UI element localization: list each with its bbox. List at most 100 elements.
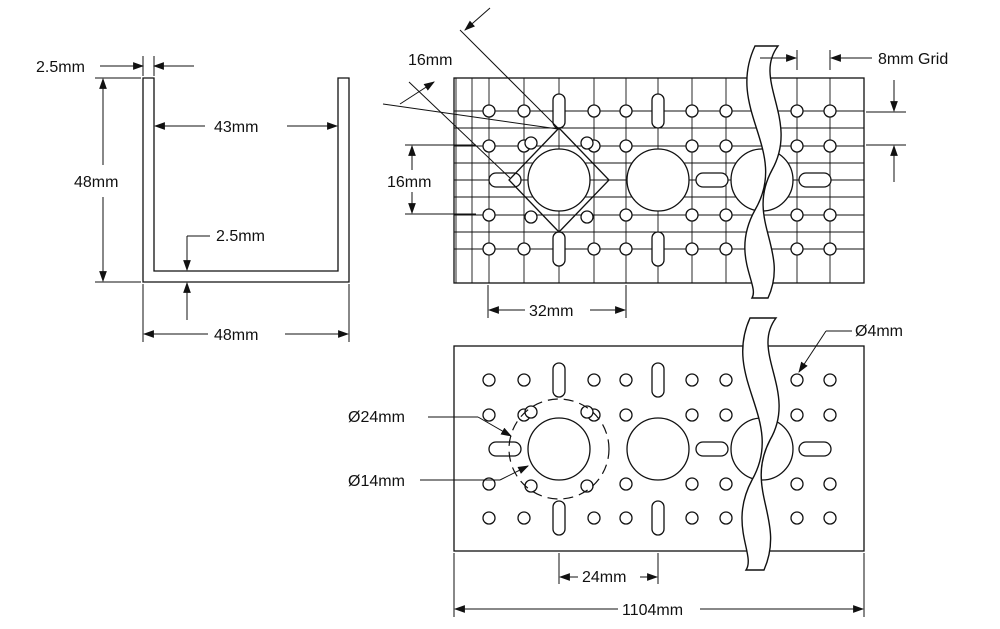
small-hole [619, 511, 633, 525]
small-hole [517, 511, 531, 525]
u-channel-profile [142, 77, 350, 283]
vertical-slot [552, 93, 566, 129]
hole-4-label: Ø4mm [855, 323, 903, 340]
small-hole [580, 136, 594, 150]
hole-4-leader [798, 330, 827, 373]
small-hole [823, 139, 837, 153]
break-symbol-top [744, 45, 782, 299]
small-hole [823, 511, 837, 525]
small-hole [719, 511, 733, 525]
small-hole [823, 208, 837, 222]
horizontal-slot [798, 441, 832, 457]
large-hole [626, 417, 690, 481]
small-hole [587, 242, 601, 256]
small-hole [482, 511, 496, 525]
small-hole [790, 104, 804, 118]
small-hole [719, 104, 733, 118]
vertical-slot [651, 362, 665, 398]
small-hole [619, 373, 633, 387]
horizontal-slot [695, 441, 729, 457]
length-label: 1104mm [622, 602, 683, 619]
small-hole [587, 373, 601, 387]
diag-16-left-label: 16mm [387, 174, 431, 191]
small-hole [619, 139, 633, 153]
vertical-slot [552, 231, 566, 267]
small-hole [790, 477, 804, 491]
small-hole [685, 104, 699, 118]
small-hole [482, 139, 496, 153]
small-hole [619, 208, 633, 222]
small-hole [685, 242, 699, 256]
height-label: 48mm [74, 174, 118, 191]
break-symbol-bottom [741, 317, 780, 571]
small-hole [517, 104, 531, 118]
small-hole [790, 511, 804, 525]
spacing-24-label: 24mm [582, 569, 626, 586]
diag-16-ext-a [408, 81, 511, 179]
small-hole [482, 242, 496, 256]
small-hole [790, 208, 804, 222]
grid-holes [482, 93, 837, 267]
small-hole [823, 477, 837, 491]
hole-24-leader [477, 416, 512, 437]
small-hole [823, 408, 837, 422]
hole-pattern-view: Ø4mm Ø24mm Ø14mm 24mm 1104mm [348, 317, 903, 619]
hole-24-label: Ø24mm [348, 409, 405, 426]
outer-width-label: 48mm [214, 327, 258, 344]
channel-cross-section: 2.5mm 48mm 43mm 2.5mm 48mm [36, 56, 350, 344]
diag-16-top-label: 16mm [408, 52, 452, 69]
inner-width-label: 43mm [214, 119, 258, 136]
small-hole [685, 373, 699, 387]
diag-16-arrow-b [464, 7, 491, 31]
small-hole [823, 242, 837, 256]
diag-16-ext-b [459, 29, 559, 129]
small-hole [685, 477, 699, 491]
small-hole [685, 139, 699, 153]
small-hole [482, 208, 496, 222]
small-hole [524, 479, 538, 493]
vertical-slot [651, 500, 665, 536]
wall-thickness-label: 2.5mm [36, 59, 85, 76]
hole-14-label: Ø14mm [348, 473, 405, 490]
grid-layout-view: 16mm 16mm 8mm Grid 32mm [382, 7, 948, 320]
small-hole [719, 373, 733, 387]
small-hole [482, 408, 496, 422]
small-hole [790, 408, 804, 422]
spacing-32-label: 32mm [529, 303, 573, 320]
vertical-slot [651, 93, 665, 129]
base-thickness-label: 2.5mm [216, 228, 265, 245]
horizontal-slot [695, 172, 729, 188]
hole-plate-outline [453, 345, 865, 552]
small-hole [685, 408, 699, 422]
small-hole [517, 242, 531, 256]
small-hole [719, 477, 733, 491]
hub-hole [527, 148, 591, 212]
small-hole [619, 242, 633, 256]
small-hole [719, 139, 733, 153]
plate-holes [482, 362, 837, 536]
small-hole [619, 477, 633, 491]
small-hole [790, 139, 804, 153]
small-hole [823, 373, 837, 387]
bolt-circle-24 [508, 398, 610, 500]
small-hole [685, 208, 699, 222]
small-hole [587, 511, 601, 525]
small-hole [524, 210, 538, 224]
vertical-slot [552, 500, 566, 536]
horizontal-slot [488, 172, 522, 188]
vertical-slot [651, 231, 665, 267]
small-hole [790, 242, 804, 256]
large-hole [626, 148, 690, 212]
hole-14-leader [499, 465, 529, 481]
grid-plate-outline [453, 77, 865, 284]
horizontal-slot [488, 441, 522, 457]
small-hole [685, 511, 699, 525]
hub-diamond-outline [508, 127, 610, 233]
small-hole [580, 210, 594, 224]
small-hole [482, 104, 496, 118]
small-hole [719, 408, 733, 422]
small-hole [524, 405, 538, 419]
small-hole [719, 208, 733, 222]
small-hole [482, 477, 496, 491]
